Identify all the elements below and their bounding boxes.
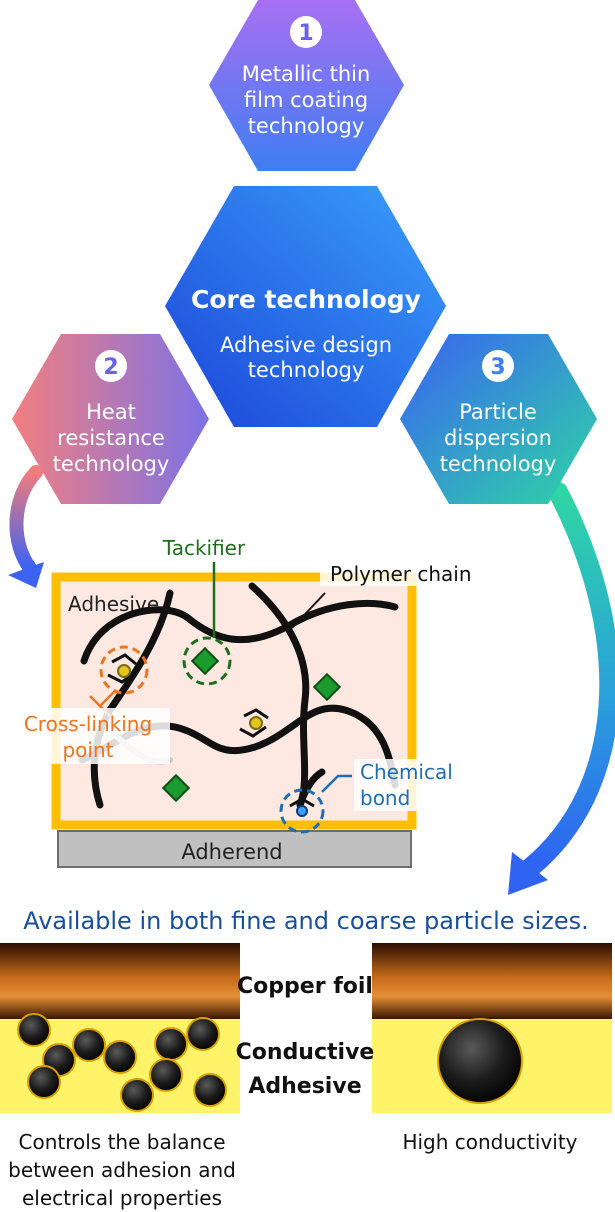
fine-caption-line-3: electrical properties	[22, 1186, 222, 1210]
number-badge-2	[95, 350, 127, 382]
number-3: 3	[490, 355, 505, 380]
fine-caption-line-2: between adhesion and	[8, 1158, 236, 1182]
hexagon-heat-resistance: 2 Heat resistance technology	[12, 334, 209, 504]
core-technology-line-2: technology	[248, 358, 365, 382]
cross-linking-label-line-2: point	[62, 738, 113, 762]
number-badge-1	[290, 16, 322, 48]
adherend-label: Adherend	[181, 840, 282, 864]
chemical-bond-site	[289, 797, 315, 817]
fine-particles	[17, 1013, 227, 1112]
chemical-bond-label-line-1: Chemical	[360, 760, 453, 784]
tackifier-diamond-3	[161, 773, 191, 803]
tackifier-highlight	[182, 636, 232, 686]
cross-linking-label-line-1: Cross-linking	[24, 712, 152, 736]
hexagon-core-technology: Core technology Adhesive design technolo…	[165, 186, 446, 427]
fine-particle-panel	[0, 943, 240, 1113]
number-1: 1	[298, 21, 313, 46]
coarse-caption: High conductivity	[402, 1130, 577, 1154]
number-badge-3	[482, 350, 514, 382]
coarse-copper-foil	[372, 943, 612, 1019]
conductive-adhesive-label-line-2: Adhesive	[248, 1074, 361, 1099]
chemical-bond-label-line-2: bond	[360, 786, 410, 810]
adhesive-diagram: Adherend Adhesive	[10, 536, 472, 868]
core-technology-line-1: Adhesive design	[220, 333, 392, 357]
number-2: 2	[103, 355, 118, 380]
cross-linking-site-1	[107, 653, 137, 684]
hexagon-left-line-1: Heat	[86, 400, 136, 424]
right-flow-arrow	[508, 482, 615, 895]
hexagon-left-line-3: technology	[53, 452, 170, 476]
tackifier-diamond-1	[190, 646, 220, 676]
polymer-chain-label-bg	[320, 562, 460, 586]
coarse-particle	[437, 1018, 523, 1104]
hexagon-right-line-3: technology	[440, 452, 557, 476]
adherend-plate	[57, 830, 412, 868]
conductive-adhesive-label-line-1: Conductive	[236, 1040, 375, 1065]
hexagon-metallic-thin-film: 1 Metallic thin film coating technology	[209, 0, 404, 171]
polymer-chain-label: Polymer chain	[330, 562, 472, 586]
cross-linking-site-2	[239, 708, 269, 738]
hexagon-left-line-2: resistance	[57, 426, 165, 450]
fine-caption-line-1: Controls the balance	[19, 1130, 226, 1154]
cross-linking-label-bg	[10, 708, 170, 764]
cross-linking-highlight	[99, 645, 149, 695]
hexagon-right-line-1: Particle	[459, 400, 537, 424]
hexagon-top-line-2: film coating	[244, 88, 368, 112]
tackifier-diamond-2	[312, 672, 342, 702]
chemical-bond-leader	[321, 774, 352, 793]
chemical-bond-label-bg	[354, 759, 466, 811]
copper-foil-label: Copper foil	[237, 974, 373, 999]
hexagon-top-line-3: technology	[248, 114, 365, 138]
chemical-bond-highlight	[279, 788, 325, 834]
polymer-chain-pointer	[291, 592, 326, 629]
coarse-particle-panel	[372, 943, 612, 1113]
hexagon-particle-dispersion: 3 Particle dispersion technology	[400, 334, 597, 504]
particle-size-headline: Available in both fine and coarse partic…	[23, 907, 589, 935]
fine-copper-foil	[0, 943, 240, 1019]
hexagon-right-line-2: dispersion	[444, 426, 552, 450]
tackifier-label: Tackifier	[162, 536, 246, 560]
hexagon-top-line-1: Metallic thin	[242, 62, 371, 86]
left-flow-arrow	[8, 465, 44, 588]
core-technology-title: Core technology	[191, 285, 421, 314]
